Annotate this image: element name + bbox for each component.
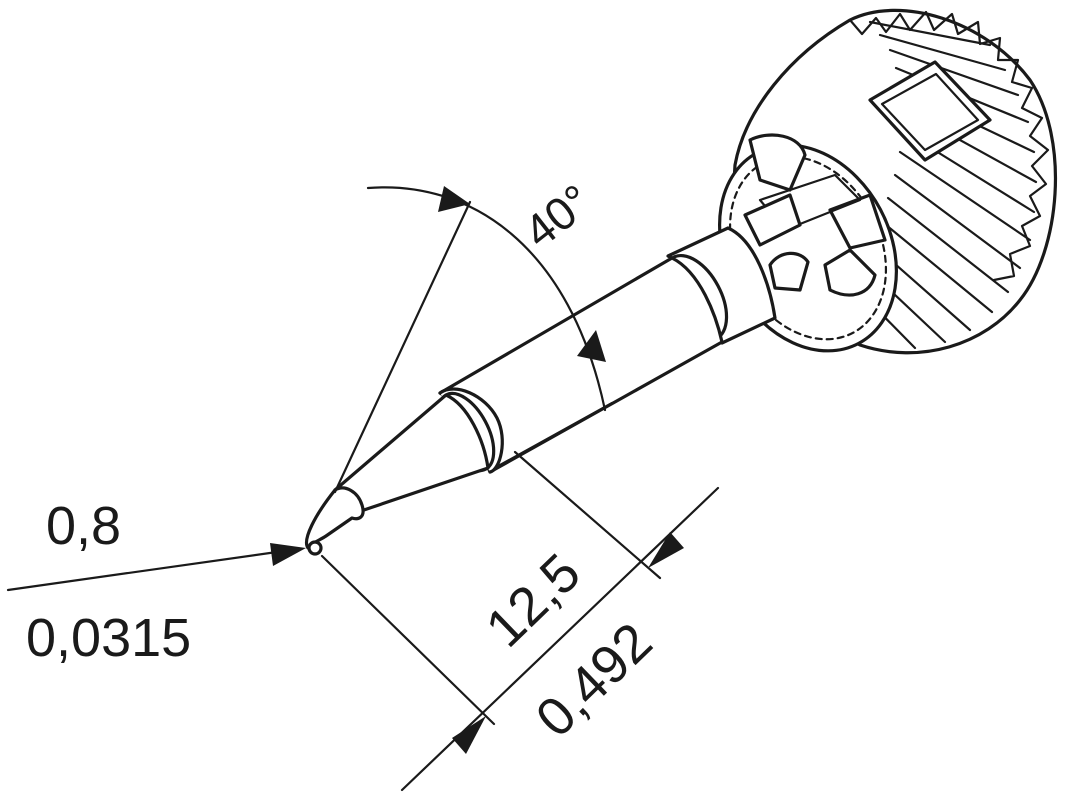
width-metric-label: 0,8 (46, 496, 121, 556)
angle-arrowhead-top (438, 186, 470, 212)
tip-point (305, 486, 365, 556)
length-arrowhead-upper (648, 532, 684, 568)
angle-arrowhead-bottom (577, 330, 606, 362)
width-imperial-label: 0,0315 (26, 608, 191, 668)
angle-label: 40° (514, 174, 601, 258)
tip-width-dimension: 0,8 0,0315 (6, 496, 306, 668)
width-arrowhead (270, 543, 306, 566)
length-metric-label: 12,5 (475, 542, 592, 658)
length-arrowhead-lower (452, 716, 486, 754)
length-imperial-label: 0,492 (525, 612, 664, 749)
